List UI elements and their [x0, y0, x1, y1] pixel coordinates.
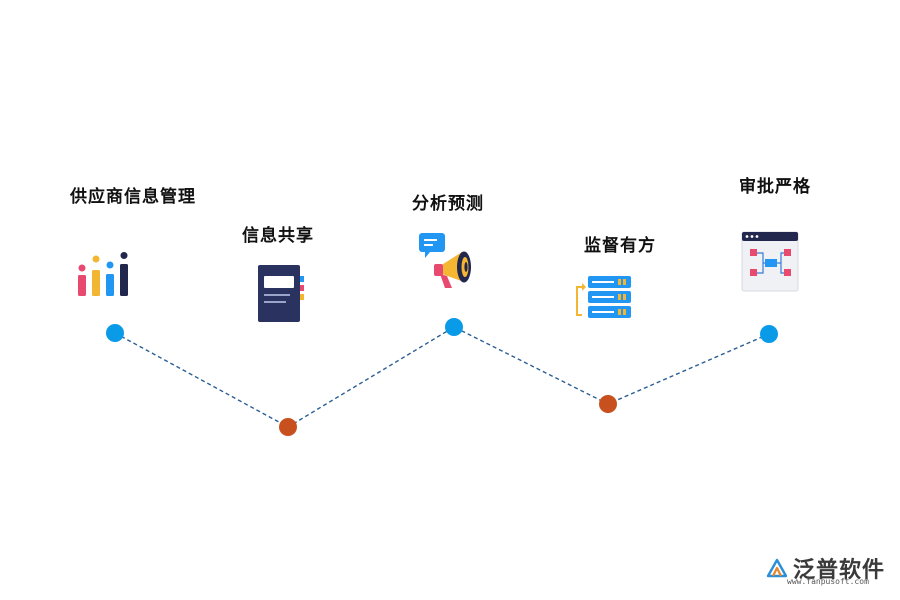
bar-chart-icon: [76, 252, 132, 298]
step-label-5: 审批严格: [739, 177, 811, 197]
notebook-icon: [256, 264, 306, 324]
timeline-connector: [114, 326, 770, 428]
step-label-4: 监督有方: [584, 236, 656, 256]
megaphone-icon: [416, 230, 482, 292]
flowchart-icon: [741, 231, 799, 293]
server-icon: [574, 275, 634, 321]
timeline-node-2: [279, 418, 297, 436]
step-label-2: 信息共享: [242, 226, 314, 246]
step-label-1: 供应商信息管理: [70, 187, 196, 207]
timeline-node-3: [445, 318, 463, 336]
brand-url: www.fanpusoft.com: [787, 577, 869, 586]
brand-logo-icon: [766, 558, 788, 578]
brand-name: 泛普软件: [793, 558, 886, 583]
timeline-node-1: [106, 324, 124, 342]
timeline-node-5: [760, 325, 778, 343]
step-label-3: 分析预测: [412, 194, 484, 214]
timeline-node-4: [599, 395, 617, 413]
brand-logo: 泛普软件 www.fanpusoft.com: [765, 552, 890, 588]
